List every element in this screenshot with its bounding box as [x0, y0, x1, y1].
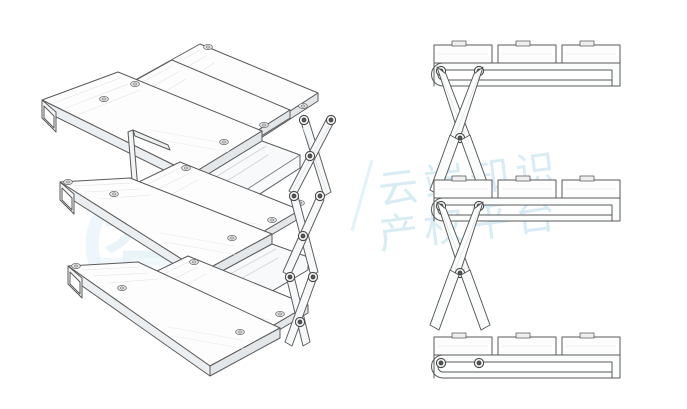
side-elevation-view: [429, 40, 621, 379]
shelf-slat: [561, 175, 621, 199]
shelf-slat: [561, 40, 621, 64]
pivot-bolt: [325, 114, 337, 126]
pivot-bolt: [297, 230, 309, 242]
side-tier-middle: [431, 175, 621, 222]
pivot-bolt: [435, 357, 447, 369]
shelf-slat: [433, 40, 493, 64]
iso-tier-top: [41, 43, 319, 213]
pivot-bolt: [288, 190, 300, 202]
shelf-slat: [433, 175, 493, 199]
pivot-bolt: [304, 150, 316, 162]
support-rail: [431, 62, 621, 87]
side-scissor-upper: [436, 66, 484, 144]
shelf-slat: [497, 332, 557, 356]
iso-scissor-linkage: [282, 114, 337, 347]
pivot-bolt: [294, 316, 306, 328]
pivot-bolt: [284, 271, 296, 283]
support-rail: [431, 354, 621, 379]
pivot-bolt: [307, 271, 319, 283]
pivot-bolt: [314, 190, 326, 202]
support-rail: [431, 197, 621, 222]
end-bracket: [41, 99, 57, 133]
shelf-slat: [561, 332, 621, 356]
watermark-divider: [350, 159, 374, 232]
support-rail: [127, 129, 171, 193]
shelf-slat: [433, 332, 493, 356]
pivot-bolt: [298, 114, 310, 126]
side-tier-top: [431, 40, 621, 87]
scissor-arm: [429, 269, 460, 331]
scissor-arm: [460, 269, 491, 331]
end-bracket: [67, 265, 83, 299]
shelf-slat: [497, 175, 557, 199]
shelf-slat: [497, 40, 557, 64]
end-bracket: [59, 181, 75, 215]
side-scissor-middle: [429, 201, 491, 331]
isometric-view: [41, 43, 337, 377]
pivot-bolt: [473, 357, 485, 369]
side-tier-bottom: [431, 332, 621, 379]
iso-tier-bottom: [67, 255, 311, 377]
